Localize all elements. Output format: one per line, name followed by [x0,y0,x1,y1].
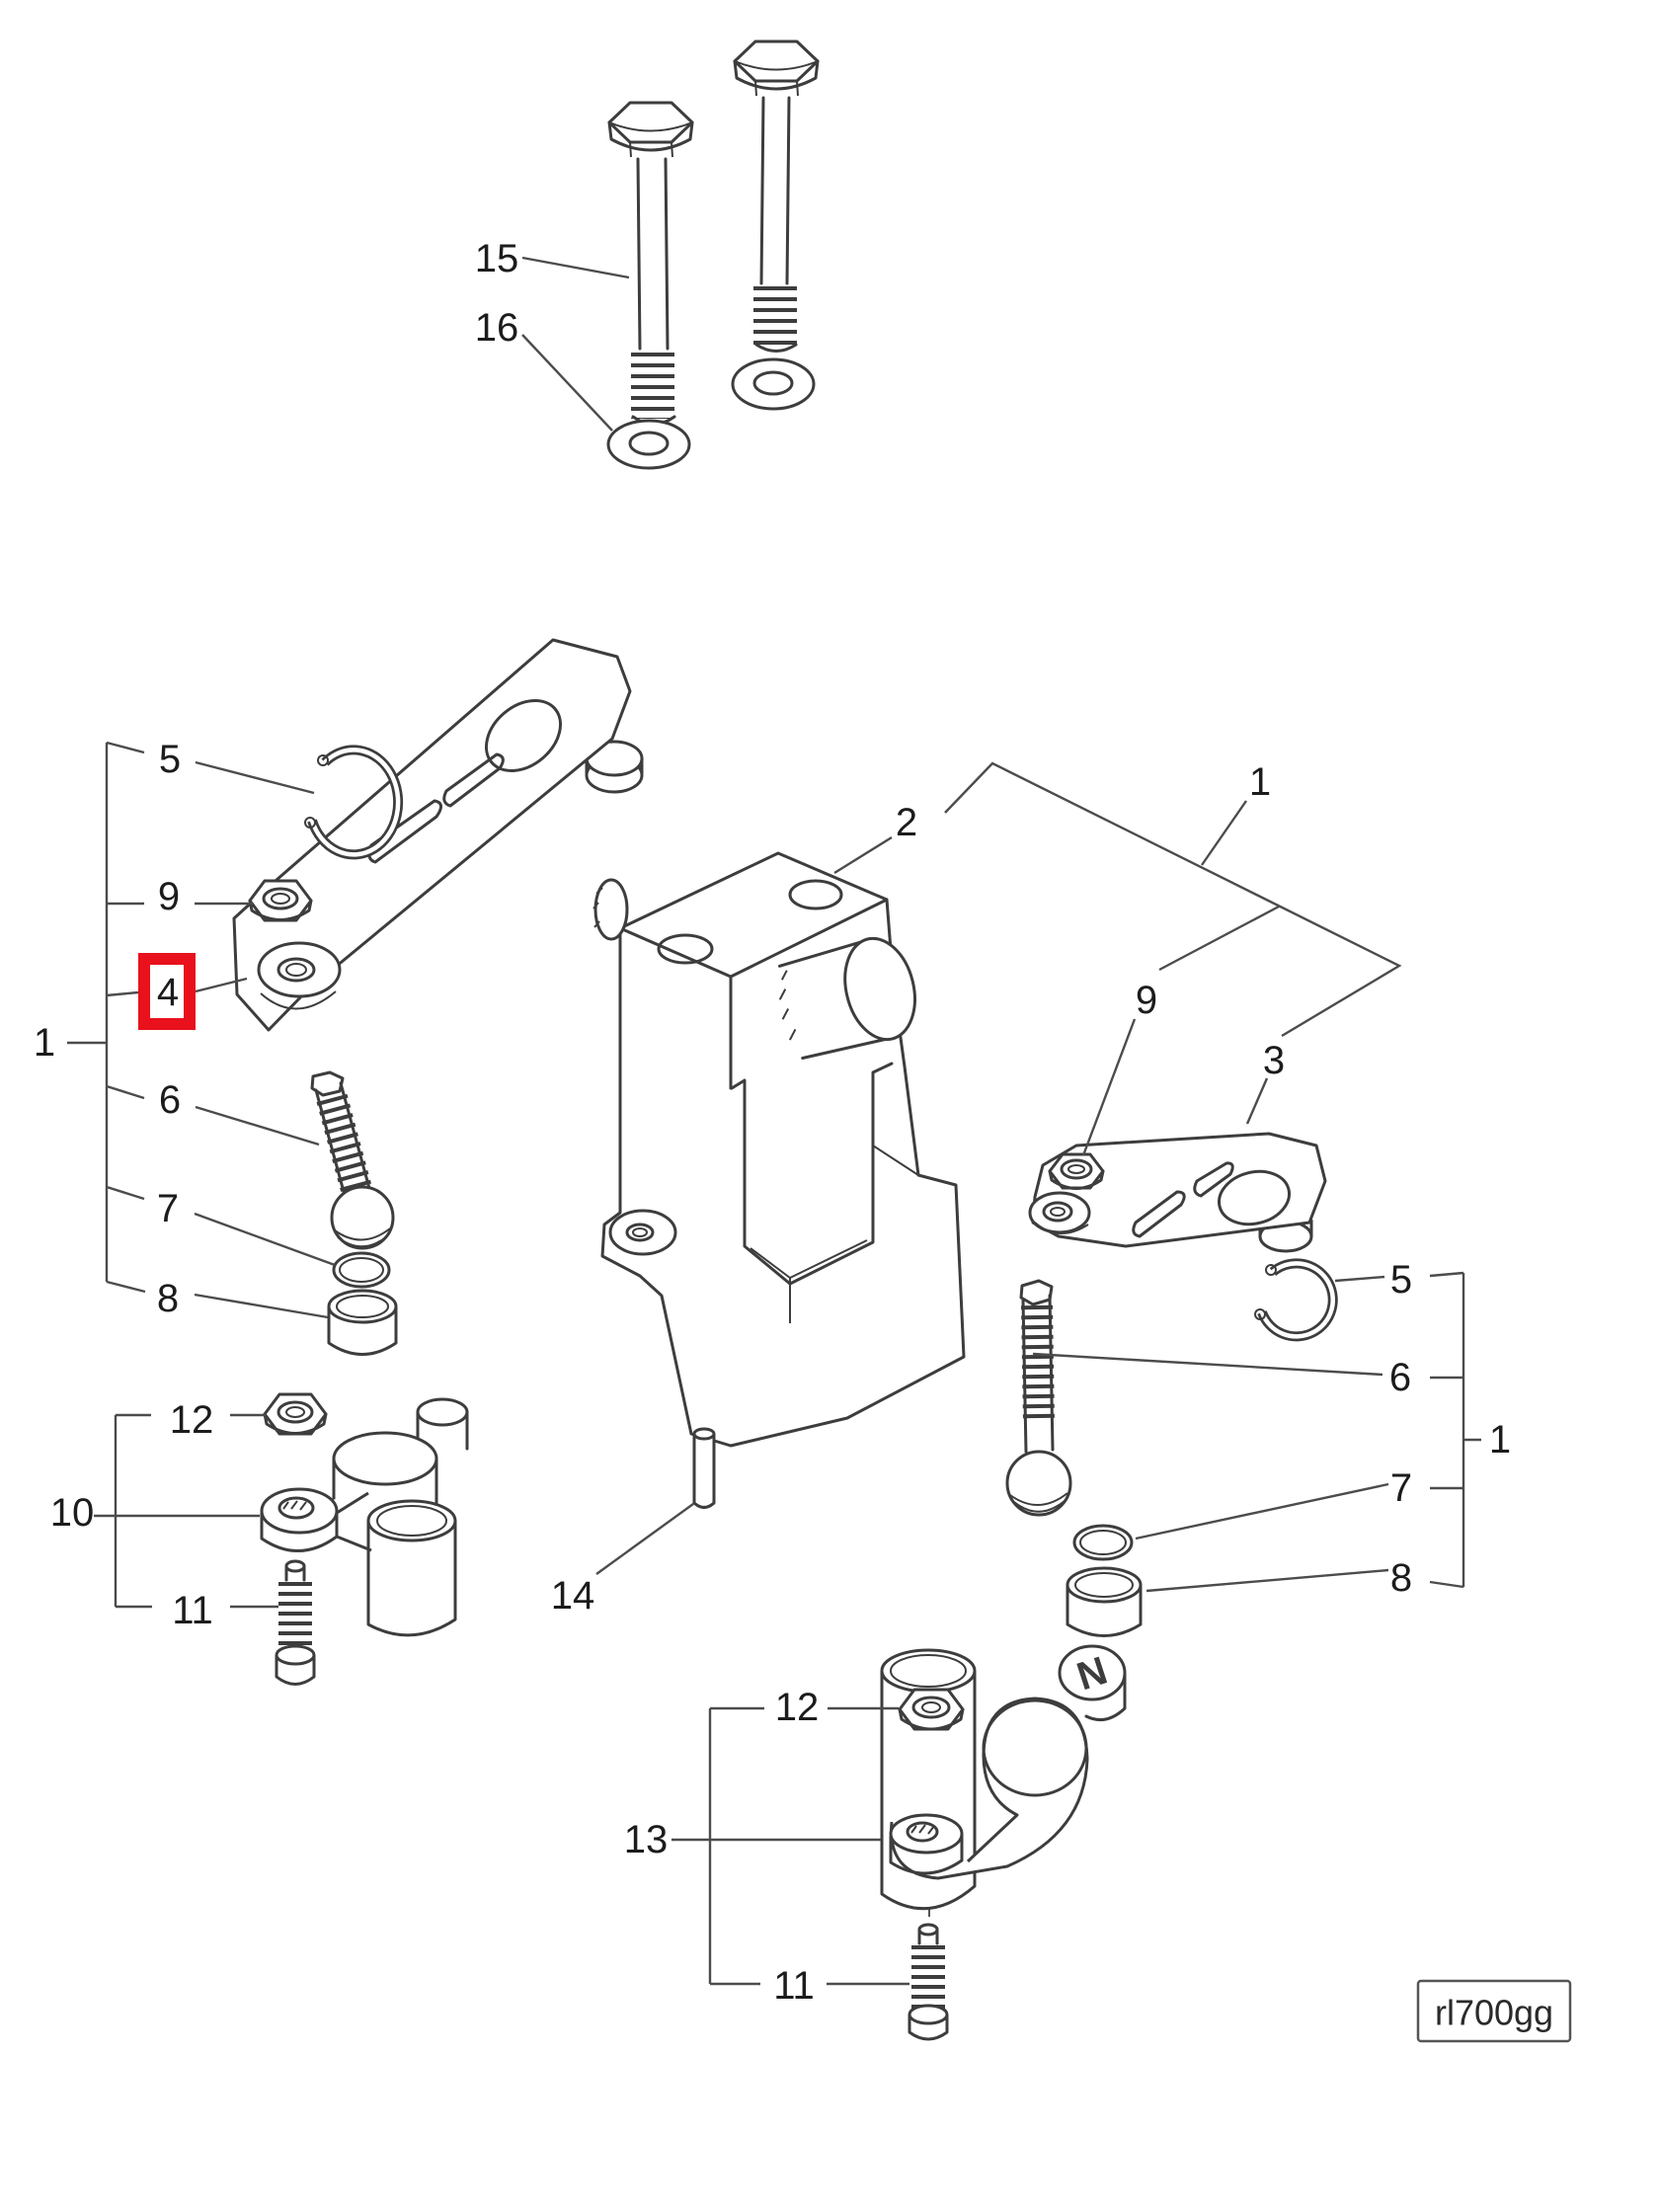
leader-9-right [1081,1018,1137,1156]
callout-4-selected[interactable]: 4 [157,971,179,1014]
leader-8-left [194,1293,329,1319]
part-3-rocker-arm-right [1028,1132,1327,1253]
callout-3[interactable]: 3 [1263,1039,1285,1082]
part-5-snap-ring-right [1254,1258,1338,1342]
callout-12-bottom[interactable]: 12 [775,1686,820,1729]
callout-12-left[interactable]: 12 [170,1398,214,1442]
part-8-bushing-right [1066,1566,1143,1637]
callout-13[interactable]: 13 [624,1818,669,1861]
callout-8-right[interactable]: 8 [1390,1556,1412,1600]
leader-15 [521,256,630,279]
callout-1-right[interactable]: 1 [1489,1418,1511,1462]
part-14-pin [692,1427,716,1509]
leader-8-right [1146,1568,1389,1593]
part-13-lever-assembly: N [880,1644,1127,1926]
callout-15[interactable]: 15 [475,237,519,280]
callout-1-left[interactable]: 1 [34,1021,55,1065]
part-12-nut-left [263,1392,328,1436]
callout-1-top-right[interactable]: 1 [1249,760,1271,804]
callout-9-left[interactable]: 9 [158,875,180,918]
part-10-lever-assembly [260,1397,469,1637]
leader-7-right [1135,1482,1389,1540]
washer-16-right [731,357,816,411]
bracket-left-group-1 [67,741,146,1294]
leader-lines [67,256,1481,1986]
bracket-right-group-1 [1429,1271,1481,1589]
callout-10[interactable]: 10 [50,1491,95,1535]
callout-5-right[interactable]: 5 [1390,1258,1412,1302]
callout-9-right[interactable]: 9 [1136,979,1157,1022]
part-6-ball-screw-right [1005,1279,1072,1517]
part-5-snap-ring-left [304,745,404,860]
part-7-o-ring-left [332,1251,391,1289]
bracket-group-10 [114,1413,152,1609]
drawing-code: rl700gg [1416,1979,1572,2043]
part-11-stud-left [275,1559,316,1686]
part-4-rocker-arm-left[interactable] [232,638,644,1032]
leader-3 [1245,1077,1269,1125]
part-12-nut-bottom [898,1688,965,1731]
drawing-code-box [1416,1979,1572,2043]
leader-16 [521,334,613,432]
callout-16[interactable]: 16 [475,306,519,350]
leader-5-right [1334,1275,1385,1283]
callout-8-left[interactable]: 8 [157,1277,179,1320]
callout-labels: 15 16 5 9 4 1 6 7 8 2 1 9 3 5 6 1 7 8 12… [34,237,1511,2008]
part-2-support-block [592,851,966,1448]
leader-5-left [195,760,315,795]
callout-6-right[interactable]: 6 [1389,1356,1411,1399]
leader-6-right [1032,1352,1383,1377]
callout-11-left[interactable]: 11 [172,1589,213,1632]
leader-2 [833,835,893,875]
part-6-ball-screw-left [310,1070,395,1250]
callout-6-left[interactable]: 6 [159,1078,181,1122]
leader-6-left [195,1105,320,1146]
callout-7-left[interactable]: 7 [157,1187,179,1230]
leader-4 [195,977,248,993]
callout-7-right[interactable]: 7 [1390,1466,1412,1510]
bracket-group-13 [708,1706,764,1986]
callout-11-bottom[interactable]: 11 [773,1964,815,2008]
part-11-stud-bottom [908,1923,949,2041]
part-8-bushing-left [327,1289,398,1356]
part-9-nut-left [248,879,313,922]
callout-2[interactable]: 2 [896,801,917,844]
leader-7-left [194,1212,336,1267]
part-9-nut-right [1048,1152,1105,1190]
part-7-o-ring-right [1072,1524,1134,1561]
leader-right-group-line [944,761,1402,1038]
part-15-bolt-right [733,40,820,353]
selected-part-highlight-box[interactable] [138,953,196,1030]
washer-16-left [606,419,691,470]
part-15-bolt-left [607,101,694,426]
callout-14[interactable]: 14 [551,1574,595,1618]
callout-5-left[interactable]: 5 [159,738,181,781]
leader-14 [595,1503,694,1575]
drawing-code-label: rl700gg [1435,1993,1553,2033]
